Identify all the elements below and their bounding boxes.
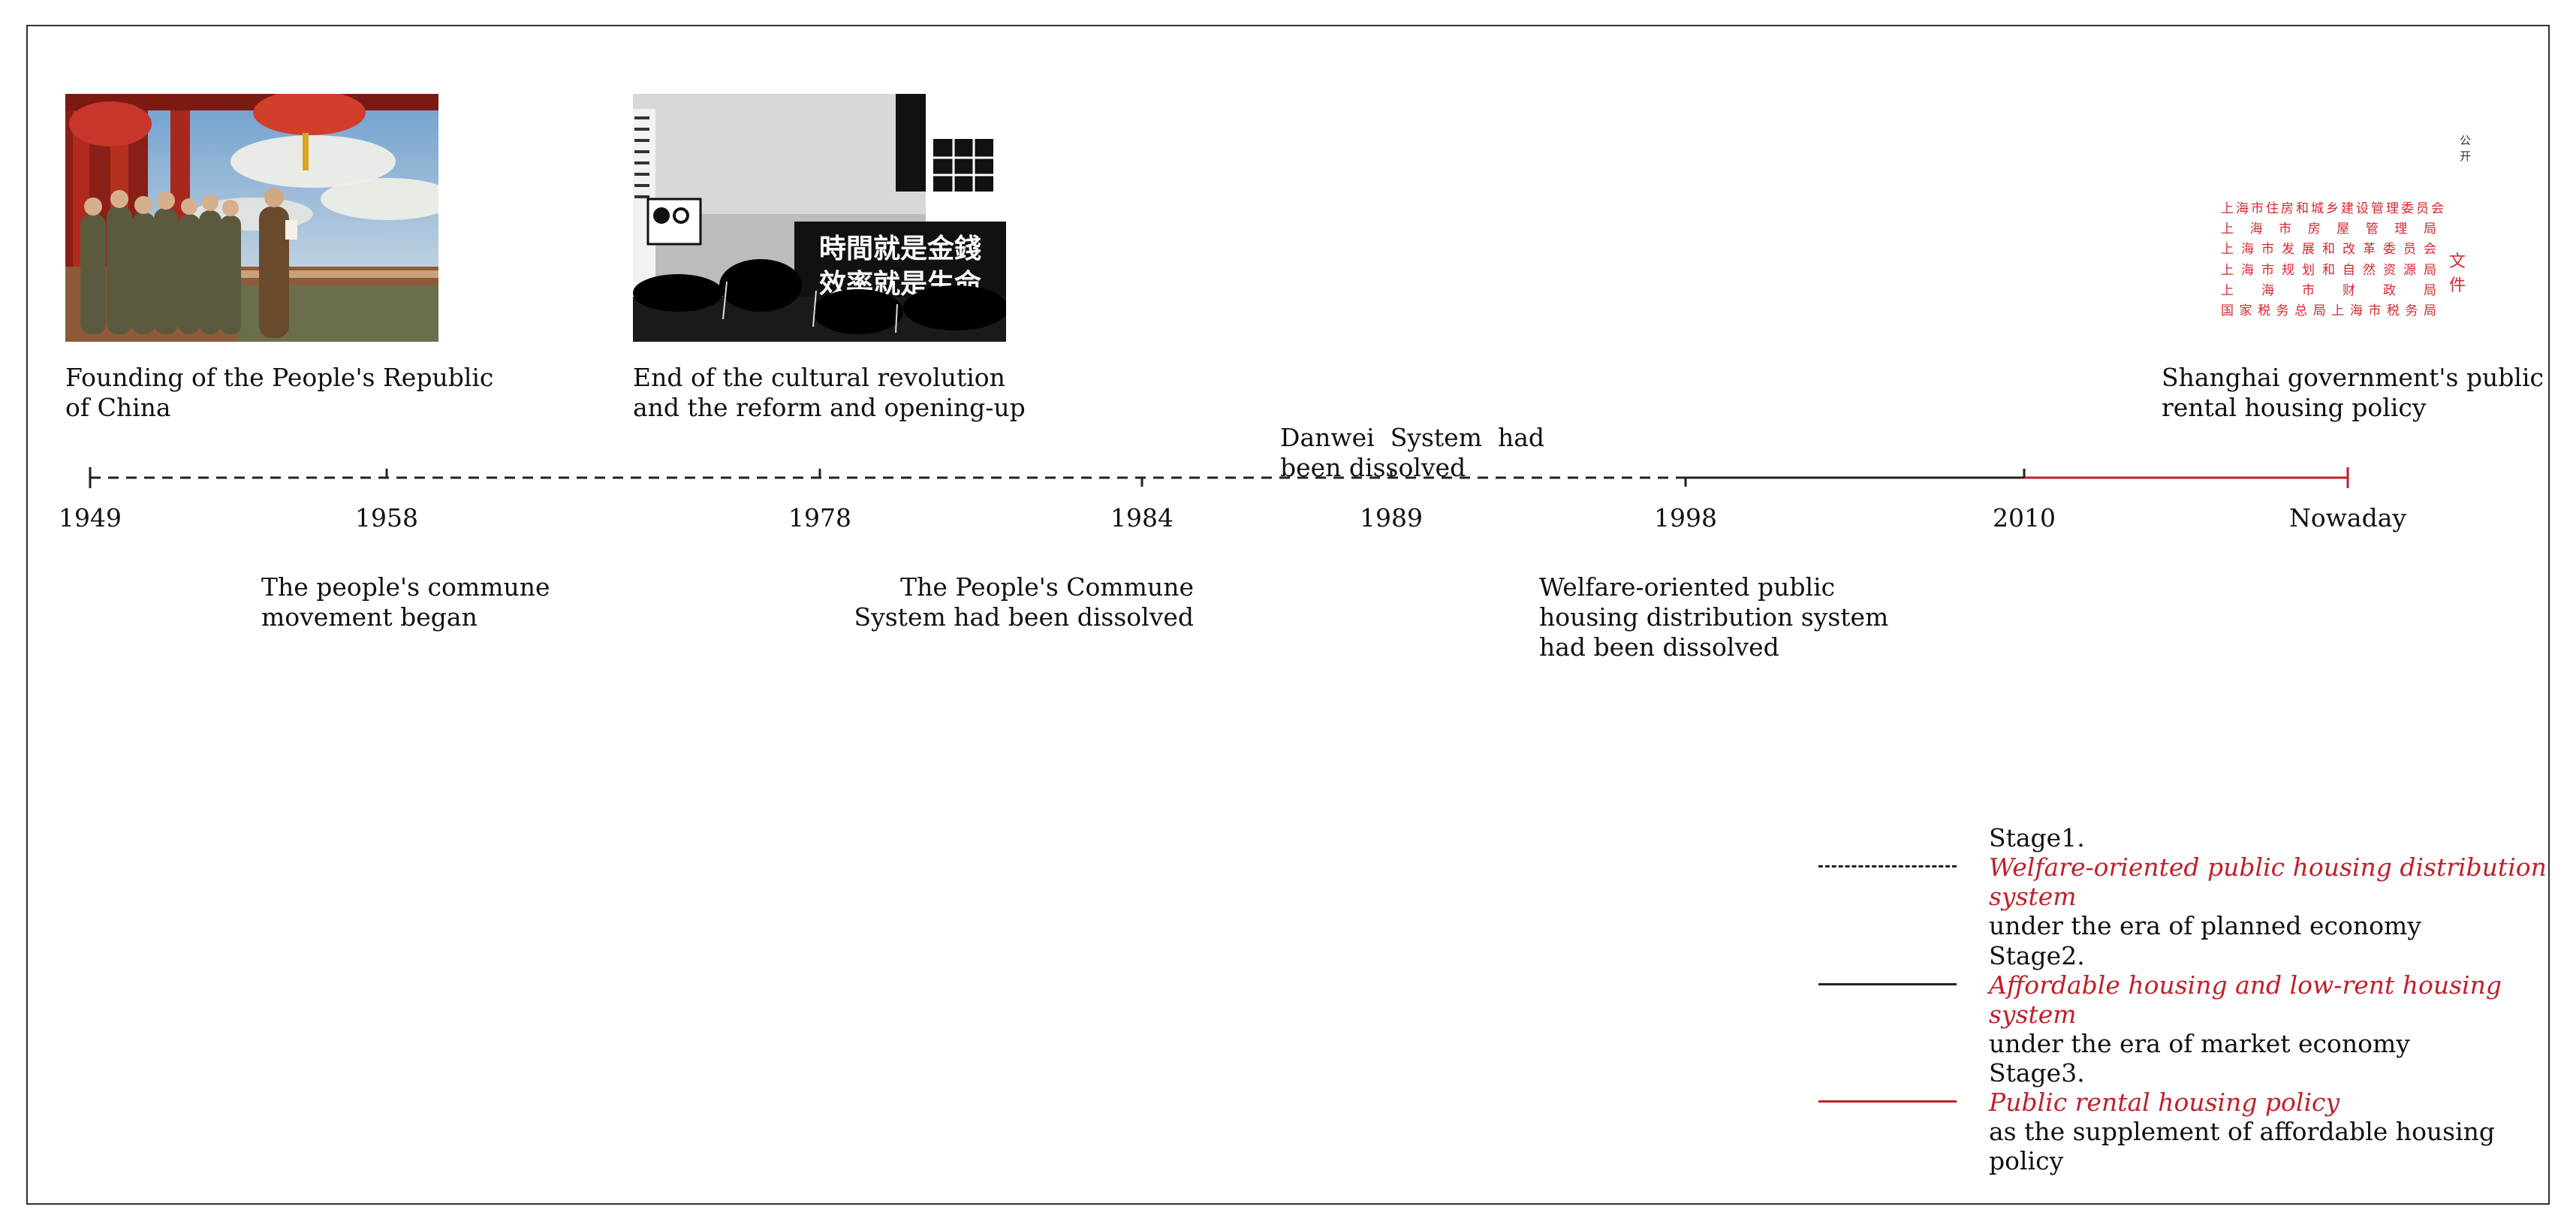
year-label: 1998 xyxy=(1654,503,1717,533)
year-label: 1989 xyxy=(1360,503,1423,533)
reform-era-banner-photo: 時間就是金錢 效率就是生命 xyxy=(633,94,1006,342)
legend-swatch-dashed xyxy=(1818,865,1957,867)
timeline-axis xyxy=(89,467,2349,488)
legend-swatch-solid-red xyxy=(1818,1100,1957,1103)
legend-entry-stage1: Stage1. Welfare-oriented public housing … xyxy=(1989,823,2547,940)
issuer-line: 上海市规划和自然资源局 xyxy=(2221,263,2439,278)
issuer-line: 上 海 市 房 屋 管 理 局 xyxy=(2221,222,2439,237)
document-corner-mark: 公 开 xyxy=(2460,134,2472,163)
banner-line-1: 時間就是金錢 xyxy=(819,233,981,264)
founding-ceremony-painting xyxy=(65,94,438,342)
year-label: 1949 xyxy=(59,503,122,533)
issuer-line: 国家税务总局上海市税务局 xyxy=(2221,303,2439,318)
issuer-line: 上海市发展和改革委员会 xyxy=(2221,242,2439,257)
year-label: 1984 xyxy=(1110,503,1174,533)
year-label: 1978 xyxy=(788,503,851,533)
document-suffix: 文件 xyxy=(2449,252,2468,295)
year-label: 2010 xyxy=(1993,503,2056,533)
year-label: Nowaday xyxy=(2288,503,2407,533)
year-label: 1958 xyxy=(355,503,418,533)
legend-entry-stage2: Stage2. Affordable housing and low-rent … xyxy=(1989,941,2502,1058)
legend-entry-stage3: Stage3. Public rental housing policy as … xyxy=(1989,1058,2496,1175)
issuer-line: 上海市住房和城乡建设管理委员会 xyxy=(2221,201,2446,216)
diagram-frame xyxy=(26,25,2550,1205)
legend-swatch-solid-black xyxy=(1818,983,1957,985)
issuer-line: 上 海 市 财 政 局 xyxy=(2221,283,2439,298)
